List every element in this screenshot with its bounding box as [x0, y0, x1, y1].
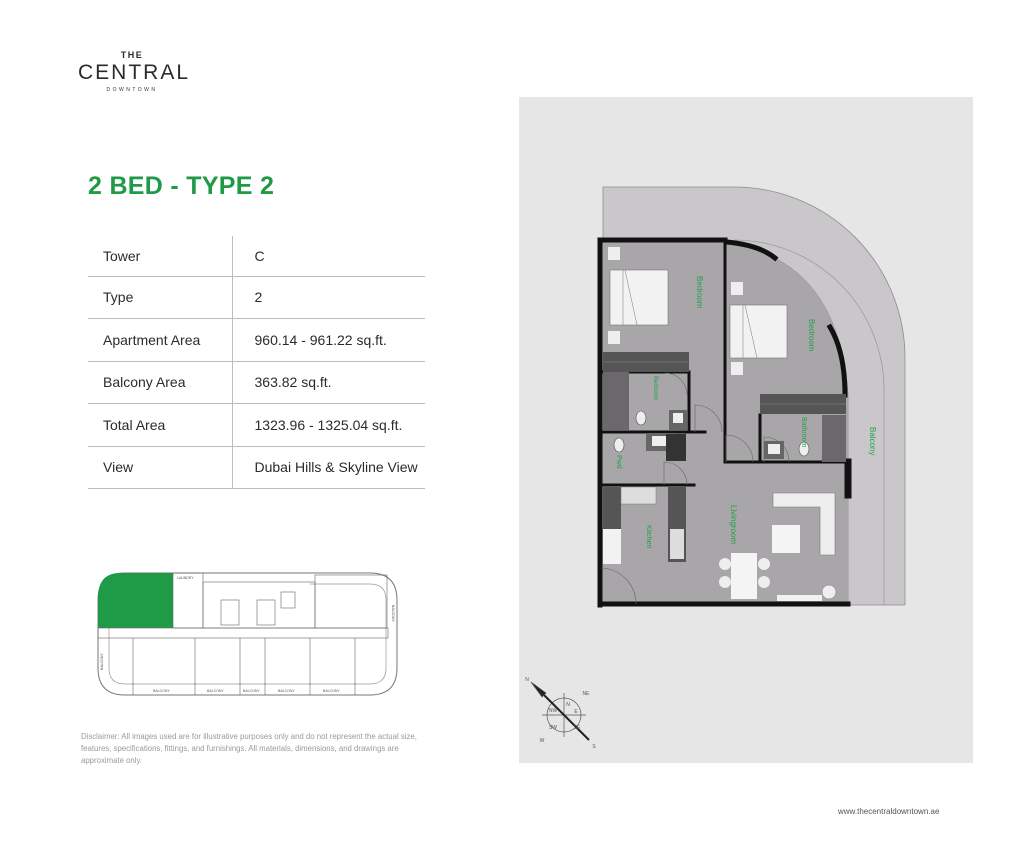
compass-ne: NE: [583, 691, 591, 697]
keyplan-label: BALCONY: [153, 689, 170, 693]
keyplan-label: BALCONY: [391, 605, 395, 622]
logo-central: CENTRAL: [78, 61, 191, 84]
spec-label: Balcony Area: [88, 361, 233, 404]
keyplan-label: BALCONY: [323, 689, 340, 693]
spec-label: Type: [88, 276, 233, 319]
compass-nw: NW: [549, 708, 558, 714]
highlighted-unit: [98, 573, 173, 628]
compass-sw: SW: [549, 725, 557, 731]
spec-value: 2: [232, 276, 425, 319]
compass-n: N: [525, 677, 529, 683]
compass-se: SE: [574, 725, 581, 731]
logo-downtown: DOWNTOWN: [106, 87, 158, 93]
compass-e: E: [574, 709, 578, 715]
room-label-bathroom: Bedroom: [652, 376, 658, 400]
coffee-table: [772, 525, 800, 553]
spec-value: 363.82 sq.ft.: [232, 361, 425, 404]
compass-s: S: [592, 744, 596, 750]
keyplan-label: BALCONY: [243, 689, 260, 693]
brand-logo: THE CENTRAL DOWNTOWN: [78, 50, 191, 93]
compass-inner-n: N: [566, 702, 570, 708]
keyplan-label: BALCONY: [207, 689, 224, 693]
room-label-bathroom: Bathroom: [800, 417, 807, 448]
keyplan-label: BALCONY: [278, 689, 295, 693]
spec-value: 1323.96 - 1325.04 sq.ft.: [232, 403, 425, 447]
spec-label: Apartment Area: [88, 318, 233, 362]
key-plan: LAUNDRY BALCONY BALCONY BALCONY BALCONY …: [97, 572, 398, 696]
disclaimer: Disclaimer: All images used are for illu…: [81, 732, 417, 765]
floorplan-panel: Bedroom Bedroom Bedroom Bathroom Balcony…: [519, 97, 973, 763]
spec-value: C: [232, 236, 425, 277]
bed-icon: [608, 247, 669, 344]
bed-icon: [729, 282, 788, 375]
unit-type-title: 2 BED - TYPE 2: [88, 172, 275, 200]
spec-label: View: [88, 446, 233, 489]
room-label-kitchen: Kitchen: [645, 525, 652, 548]
keyplan-label: BALCONY: [100, 653, 104, 670]
room-label-balcony: Balcony: [868, 427, 877, 455]
spec-label: Tower: [88, 236, 233, 277]
floorplan: Bedroom Bedroom Bedroom Bathroom Balcony…: [525, 186, 906, 750]
logo-the: THE: [120, 50, 144, 60]
dining-table: [731, 553, 757, 599]
website-link[interactable]: www.thecentraldowntown.ae: [838, 807, 940, 816]
compass-icon: N NE S W N E SE NW SW: [525, 677, 596, 750]
compass-w: W: [540, 738, 545, 744]
keyplan-label: LAUNDRY: [177, 576, 194, 580]
spec-label: Total Area: [88, 403, 233, 447]
room-label-bedroom: Bedroom: [807, 319, 816, 352]
room-label-bedroom: Bedroom: [695, 276, 704, 309]
sofa: [772, 492, 836, 556]
room-label-livingroom: Livingroom: [729, 505, 738, 544]
spec-value: Dubai Hills & Skyline View: [232, 446, 425, 489]
spec-value: 960.14 - 961.22 sq.ft.: [232, 318, 425, 362]
room-label-pwd: Pwd: [615, 455, 622, 469]
